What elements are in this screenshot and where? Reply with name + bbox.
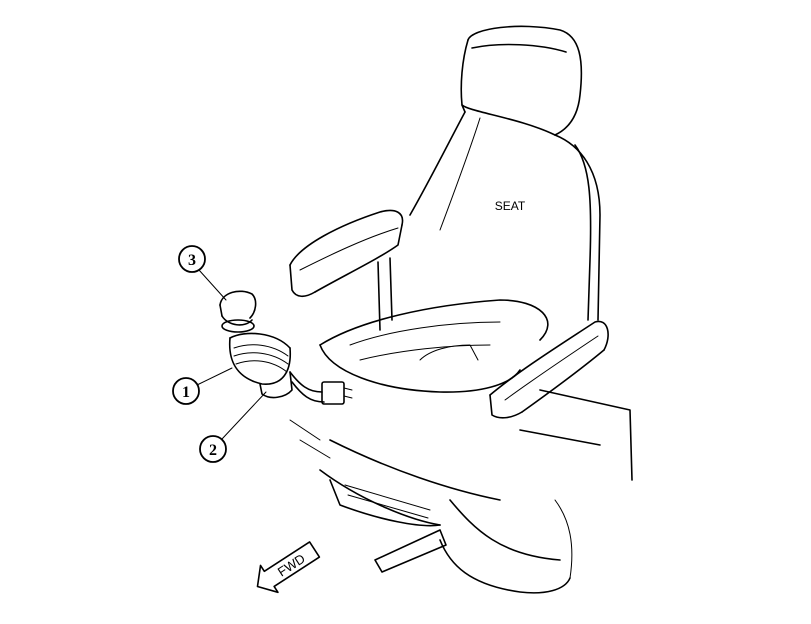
callout-3: 3 bbox=[178, 245, 227, 301]
seat-base bbox=[289, 389, 633, 594]
arrow-left-icon bbox=[256, 541, 321, 594]
joystick-assembly bbox=[219, 290, 353, 405]
callout-2: 2 bbox=[199, 391, 267, 463]
seat-label: SEAT bbox=[495, 199, 526, 213]
right-armrest bbox=[489, 320, 609, 419]
callout-2-number: 2 bbox=[209, 442, 217, 459]
left-armrest bbox=[289, 209, 404, 331]
callout-1: 1 bbox=[172, 367, 233, 405]
seat-cushion bbox=[319, 299, 549, 393]
callout-1-number: 1 bbox=[182, 384, 190, 401]
seat-backrest bbox=[409, 25, 601, 321]
forward-direction-arrow: FWD bbox=[256, 541, 321, 594]
callout-3-number: 3 bbox=[188, 252, 196, 269]
